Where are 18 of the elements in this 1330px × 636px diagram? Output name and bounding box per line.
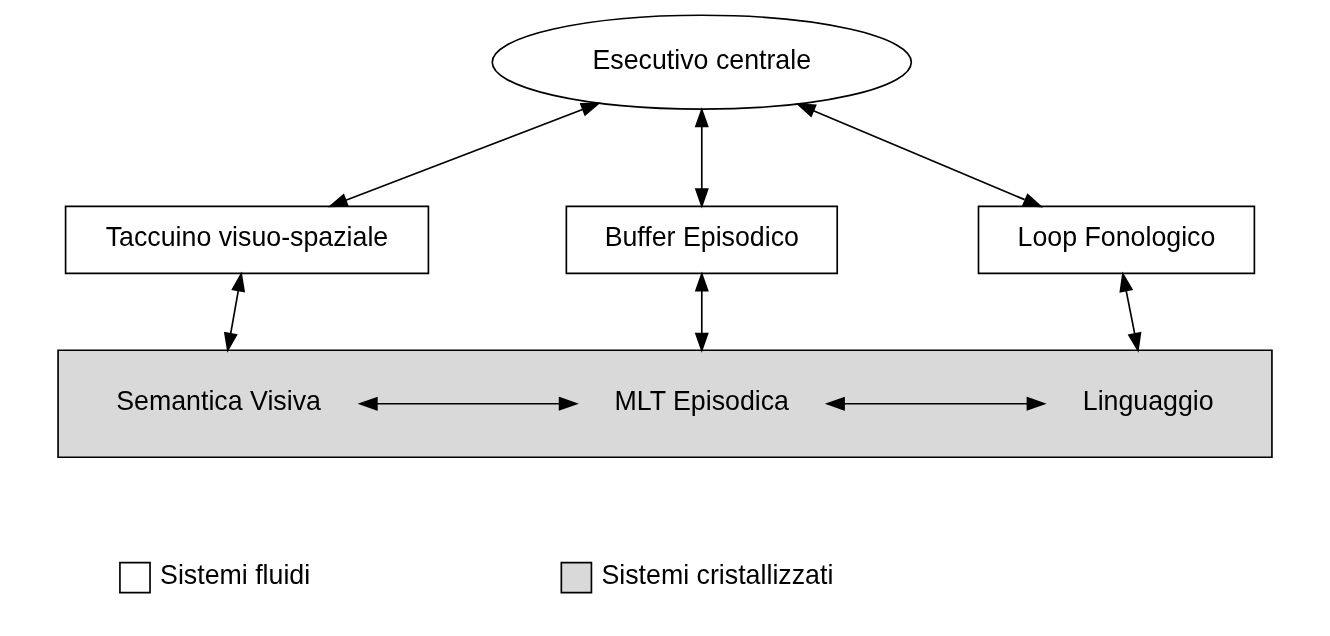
arrow bbox=[357, 396, 579, 411]
node-text: MLT Episodica bbox=[614, 386, 790, 417]
node-text: Semantica Visiva bbox=[116, 386, 321, 417]
node-ellipse: Esecutivo centrale bbox=[491, 14, 913, 110]
cluster bbox=[57, 349, 1273, 459]
node-box: Buffer Episodico bbox=[565, 205, 839, 275]
legend-label: Sistemi fluidi bbox=[160, 559, 311, 590]
node-box: Loop Fonologico bbox=[977, 205, 1256, 275]
arrow bbox=[223, 271, 246, 353]
arrow bbox=[694, 271, 709, 353]
arrow bbox=[824, 396, 1047, 411]
arrow bbox=[1119, 271, 1142, 353]
arrow bbox=[327, 102, 601, 208]
node-box: Taccuino visuo-spaziale bbox=[64, 205, 430, 275]
arrow bbox=[795, 103, 1044, 208]
node-text: Linguaggio bbox=[1082, 386, 1214, 417]
arrow bbox=[694, 107, 709, 209]
legend-label: Sistemi cristallizzati bbox=[601, 559, 834, 590]
